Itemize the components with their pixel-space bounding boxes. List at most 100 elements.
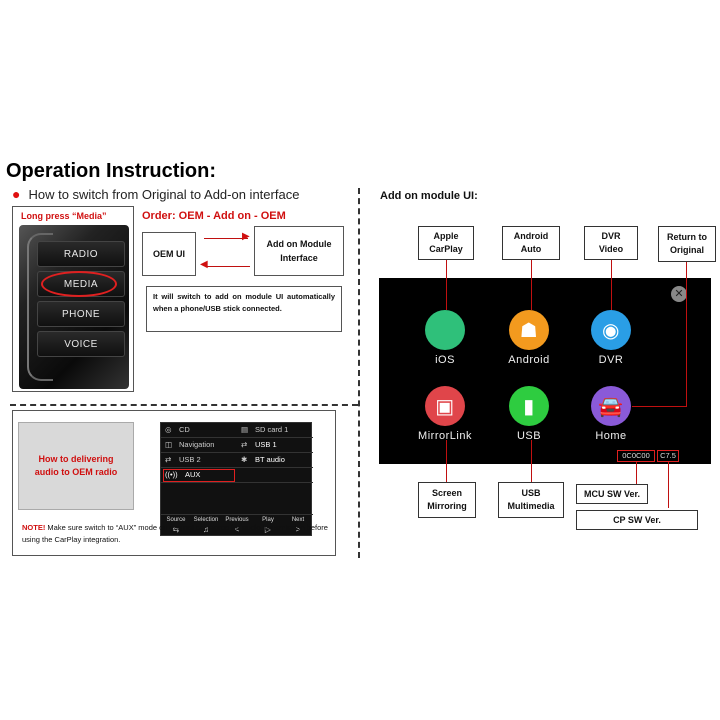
- play-icon: ▷: [264, 525, 272, 534]
- radio-button[interactable]: RADIO: [37, 241, 125, 267]
- source-sd-card[interactable]: SD card 1: [255, 425, 289, 434]
- long-press-label: Long press “Media”: [21, 211, 107, 221]
- audio-label-box: How to delivering audio to OEM radio: [18, 422, 134, 510]
- source-usb-2[interactable]: USB 2: [179, 455, 201, 464]
- connector-dvr: [611, 260, 612, 310]
- car-panel-frame: Long press “Media” RADIO MEDIA PHONE VOI…: [12, 206, 134, 392]
- disc-icon: ◎: [165, 425, 172, 434]
- close-icon[interactable]: ✕: [671, 286, 687, 302]
- menu-row-5: [161, 483, 313, 515]
- navigation-icon: ◫: [165, 440, 173, 449]
- arrow-left-icon: ◀: [200, 259, 208, 270]
- source-usb-1[interactable]: USB 1: [255, 440, 277, 449]
- footer-next[interactable]: Next: [291, 517, 305, 523]
- usb-small-icon: ⇄: [241, 440, 248, 449]
- addon-ui-heading: Add on module UI:: [380, 190, 478, 202]
- phone-button[interactable]: PHONE: [37, 301, 125, 327]
- app-home[interactable]: 🚘 Home: [571, 386, 651, 442]
- mcu-version-box: 0C0C00: [617, 450, 655, 462]
- horizontal-divider: [10, 404, 358, 406]
- footer-previous[interactable]: Previous: [225, 517, 249, 523]
- label-return-original: Return to Original: [658, 226, 716, 262]
- media-highlight-ring: [41, 271, 117, 297]
- oem-ui-label: OEM UI: [152, 249, 185, 259]
- app-home-label: Home: [595, 430, 627, 442]
- vertical-divider: [358, 188, 360, 558]
- app-usb-label: USB: [516, 430, 542, 442]
- connector-return: [686, 262, 687, 406]
- connector-mcu: [636, 462, 637, 486]
- car-button-panel: RADIO MEDIA PHONE VOICE: [19, 225, 129, 389]
- aux-icon: ((•)): [165, 470, 178, 479]
- car-icon: 🚘: [591, 386, 631, 426]
- addon-module-label: Add on Module Interface: [266, 238, 332, 263]
- bluetooth-icon: ✱: [241, 455, 248, 464]
- menu-row-2: ◫ Navigation ⇄ USB 1: [161, 438, 313, 453]
- section-subtitle: ● How to switch from Original to Add-on i…: [12, 186, 299, 202]
- label-android-auto: Android Auto: [502, 226, 560, 260]
- bullet-dot-icon: ●: [12, 186, 21, 202]
- usb2-icon: ⇄: [165, 455, 172, 464]
- android-icon: ☗: [509, 310, 549, 350]
- cp-version: C7.5: [660, 451, 676, 460]
- connector-return-h: [632, 406, 687, 407]
- order-label: Order: OEM - Add on - OEM: [142, 210, 286, 222]
- footer-selection[interactable]: Selection: [193, 517, 219, 523]
- app-android-label: Android: [508, 354, 550, 366]
- connector-usb: [531, 440, 532, 482]
- source-aux[interactable]: AUX: [185, 470, 201, 479]
- connector-carplay: [446, 260, 447, 310]
- connector-android: [531, 260, 532, 310]
- menu-row-1: ◎ CD ▤ SD card 1: [161, 423, 313, 438]
- source-cd[interactable]: CD: [179, 425, 190, 434]
- menu-row-3: ⇄ USB 2 ✱ BT audio: [161, 453, 313, 468]
- aux-highlight: [163, 469, 235, 482]
- audio-label: How to delivering audio to OEM radio: [34, 453, 118, 478]
- arrow-to-addon: [204, 238, 248, 239]
- source-icon: ⇆: [172, 525, 180, 534]
- footer-source[interactable]: Source: [166, 517, 186, 523]
- usb-icon: ▮: [509, 386, 549, 426]
- note-prefix: NOTE!: [22, 523, 46, 532]
- app-ios[interactable]: iOS: [405, 310, 485, 366]
- previous-icon: <: [234, 525, 240, 534]
- app-usb[interactable]: ▮ USB: [489, 386, 569, 442]
- tv-icon: ▣: [425, 386, 465, 426]
- app-dvr[interactable]: ◉ DVR: [571, 310, 651, 366]
- arrow-to-oem: [206, 266, 250, 267]
- app-ios-label: iOS: [435, 354, 455, 366]
- source-navigation[interactable]: Navigation: [179, 440, 215, 449]
- label-dvr-video: DVR Video: [584, 226, 638, 260]
- note-text: Make sure switch to “AUX” mode on origin…: [22, 523, 328, 544]
- footer-play[interactable]: Play: [262, 517, 274, 523]
- label-apple-carplay: Apple CarPlay: [418, 226, 474, 260]
- voice-button[interactable]: VOICE: [37, 331, 125, 357]
- next-icon: >: [295, 525, 301, 534]
- selection-icon: ♫: [203, 525, 209, 534]
- page-title: Operation Instruction:: [6, 160, 216, 182]
- label-usb-multimedia: USB Multimedia: [498, 482, 564, 518]
- connector-cp: [668, 462, 669, 508]
- switch-note-box: It will switch to add on module UI autom…: [146, 286, 342, 332]
- aux-source-menu: ◎ CD ▤ SD card 1 ◫ Navigation ⇄ USB 1 ⇄ …: [160, 422, 313, 536]
- oem-ui-box: OEM UI: [142, 232, 196, 276]
- module-screen: ✕ iOS ☗ Android ◉ DVR ▣ MirrorLink ▮ USB…: [379, 278, 711, 464]
- menu-row-4: ((•)) AUX: [161, 468, 313, 483]
- switch-note-text: It will switch to add on module UI autom…: [153, 292, 335, 313]
- app-android[interactable]: ☗ Android: [489, 310, 569, 366]
- mcu-version: 0C0C00: [622, 451, 650, 460]
- connector-mirroring: [446, 440, 447, 482]
- app-mirrorlink[interactable]: ▣ MirrorLink: [405, 386, 485, 442]
- camera-icon: ◉: [591, 310, 631, 350]
- label-mcu-sw: MCU SW Ver.: [576, 484, 648, 504]
- label-cp-sw: CP SW Ver.: [576, 510, 698, 530]
- app-mirrorlink-label: MirrorLink: [418, 430, 472, 442]
- source-bt-audio[interactable]: BT audio: [255, 455, 285, 464]
- cp-version-box: C7.5: [657, 450, 679, 462]
- addon-module-box: Add on Module Interface: [254, 226, 344, 276]
- sd-card-icon: ▤: [241, 425, 249, 434]
- app-dvr-label: DVR: [598, 354, 624, 366]
- panel-curve: [27, 233, 53, 381]
- label-screen-mirroring: Screen Mirroring: [418, 482, 476, 518]
- subtitle-text: How to switch from Original to Add-on in…: [28, 187, 300, 202]
